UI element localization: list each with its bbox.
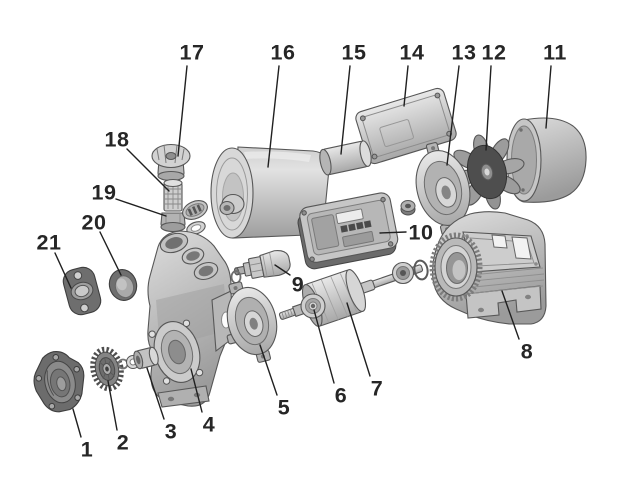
part-label-2: 2 <box>117 431 129 455</box>
part-label-21: 21 <box>37 231 62 255</box>
part-label-17: 17 <box>180 41 205 65</box>
part-label-20: 20 <box>82 211 107 235</box>
part-11-fan-cover-drawing <box>507 118 586 202</box>
part-9-ejector-drawing <box>232 248 292 283</box>
part-6-bearing-drawing <box>301 294 325 318</box>
part-drawings <box>29 87 587 416</box>
leader-line-6 <box>314 310 334 383</box>
sealing-ring-drawing <box>185 219 207 236</box>
part-3-seal-bushing-drawing <box>132 346 160 369</box>
part-20-gasket-drawing <box>106 267 140 304</box>
part-label-14: 14 <box>400 41 425 65</box>
part-label-7: 7 <box>371 377 383 401</box>
leader-line-9 <box>275 265 290 275</box>
part-label-4: 4 <box>203 413 215 437</box>
part-label-13: 13 <box>452 41 477 65</box>
part-label-9: 9 <box>292 273 304 297</box>
part-4-pump-body-drawing <box>147 230 233 407</box>
part-8-motor-housing-drawing <box>432 212 546 324</box>
part-15-capacitor-drawing <box>318 140 373 176</box>
part-label-19: 19 <box>92 181 117 205</box>
part-label-11: 11 <box>543 41 567 65</box>
part-label-16: 16 <box>271 41 296 65</box>
leader-line-17 <box>178 66 187 156</box>
part-label-3: 3 <box>165 420 177 444</box>
part-label-12: 12 <box>482 41 507 65</box>
part-5-seal-plate-drawing <box>215 275 286 368</box>
leader-line-4 <box>191 369 202 412</box>
leader-line-18 <box>127 149 169 191</box>
part-16-tank-drawing <box>211 147 329 238</box>
part-2-impeller-drawing <box>90 347 125 391</box>
part-label-18: 18 <box>105 128 130 152</box>
part-19-valve-seat-drawing <box>161 213 185 232</box>
leader-line-13 <box>447 66 459 165</box>
part-label-6: 6 <box>335 384 347 408</box>
part-label-8: 8 <box>521 340 533 364</box>
leader-line-1 <box>73 409 81 437</box>
leader-line-21 <box>55 253 71 288</box>
leader-line-15 <box>341 66 350 154</box>
part-1-pump-cover-drawing <box>29 346 91 415</box>
vent-plug-drawing <box>180 197 211 223</box>
part-label-1: 1 <box>81 438 93 462</box>
rear-bearing-drawing <box>393 263 414 284</box>
leader-line-10 <box>380 232 406 233</box>
part-17-cap-drawing <box>152 145 190 181</box>
leader-line-2 <box>108 381 117 430</box>
part-18-valve-cartridge-drawing <box>164 180 182 212</box>
part-13-end-bracket-drawing <box>407 137 480 239</box>
part-10-terminal-box-drawing <box>295 191 400 270</box>
leader-line-8 <box>502 291 519 339</box>
part-label-5: 5 <box>278 396 290 420</box>
leader-line-11 <box>546 66 551 128</box>
circlip-drawing <box>413 260 429 281</box>
leader-line-3 <box>147 368 164 419</box>
part-21-flange-drawing <box>61 265 104 318</box>
leader-line-14 <box>404 66 408 106</box>
leader-line-7 <box>347 303 370 376</box>
leader-line-12 <box>486 66 491 150</box>
leader-line-5 <box>260 345 277 395</box>
leader-line-19 <box>116 199 166 216</box>
gland-nut-drawing <box>401 201 415 216</box>
part-label-10: 10 <box>409 221 434 245</box>
leader-line-16 <box>268 66 279 167</box>
leader-line-20 <box>100 232 121 275</box>
part-label-15: 15 <box>342 41 367 65</box>
